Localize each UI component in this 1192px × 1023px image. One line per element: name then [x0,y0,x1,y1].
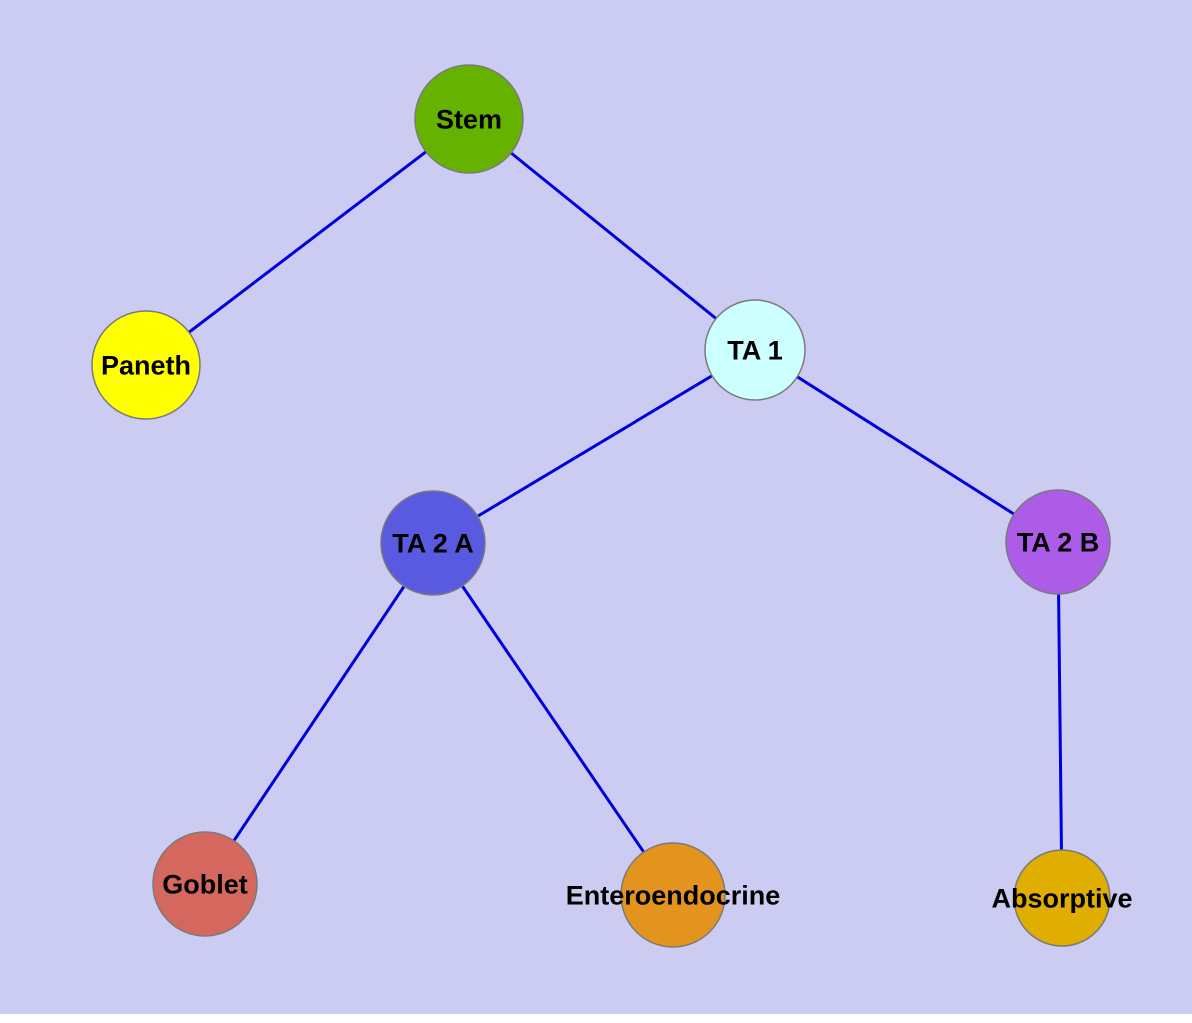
edge-ta1-ta2b [754,348,1059,544]
node-label-ta1: TA 1 [727,335,783,365]
node-stem[interactable]: Stem [414,64,524,174]
node-circle-paneth[interactable] [91,310,201,420]
node-label-ta2b: TA 2 B [1017,527,1100,557]
node-label-goblet: Goblet [162,869,248,899]
node-ta2a[interactable]: TA 2 A [380,490,486,596]
edge-ta1-ta2a [432,348,756,545]
node-absorptive[interactable]: Absorptive [991,849,1133,947]
node-circle-ta1[interactable] [704,299,806,401]
edge-ta2a-goblet [203,542,435,885]
node-label-paneth: Paneth [101,350,191,380]
node-paneth[interactable]: Paneth [91,310,201,420]
node-circle-absorptive[interactable] [1013,849,1111,947]
edge-ta2a-enteroendocrine [431,542,675,896]
node-circle-stem[interactable] [414,64,524,174]
node-circle-enteroendocrine[interactable] [620,842,726,948]
node-label-stem: Stem [436,104,502,134]
node-label-ta2a: TA 2 A [392,528,474,558]
node-goblet[interactable]: Goblet [152,831,258,937]
node-enteroendocrine[interactable]: Enteroendocrine [566,842,781,948]
edge-stem-ta1 [468,117,756,352]
node-circle-goblet[interactable] [152,831,258,937]
edge-ta2b-absorptive [1056,541,1064,899]
node-ta2b[interactable]: TA 2 B [1005,489,1111,595]
node-circle-ta2a[interactable] [380,490,486,596]
node-label-absorptive: Absorptive [991,883,1132,913]
edge-stem-paneth [145,117,470,367]
node-circle-ta2b[interactable] [1005,489,1111,595]
node-ta1[interactable]: TA 1 [704,299,806,401]
node-label-enteroendocrine: Enteroendocrine [566,880,781,910]
